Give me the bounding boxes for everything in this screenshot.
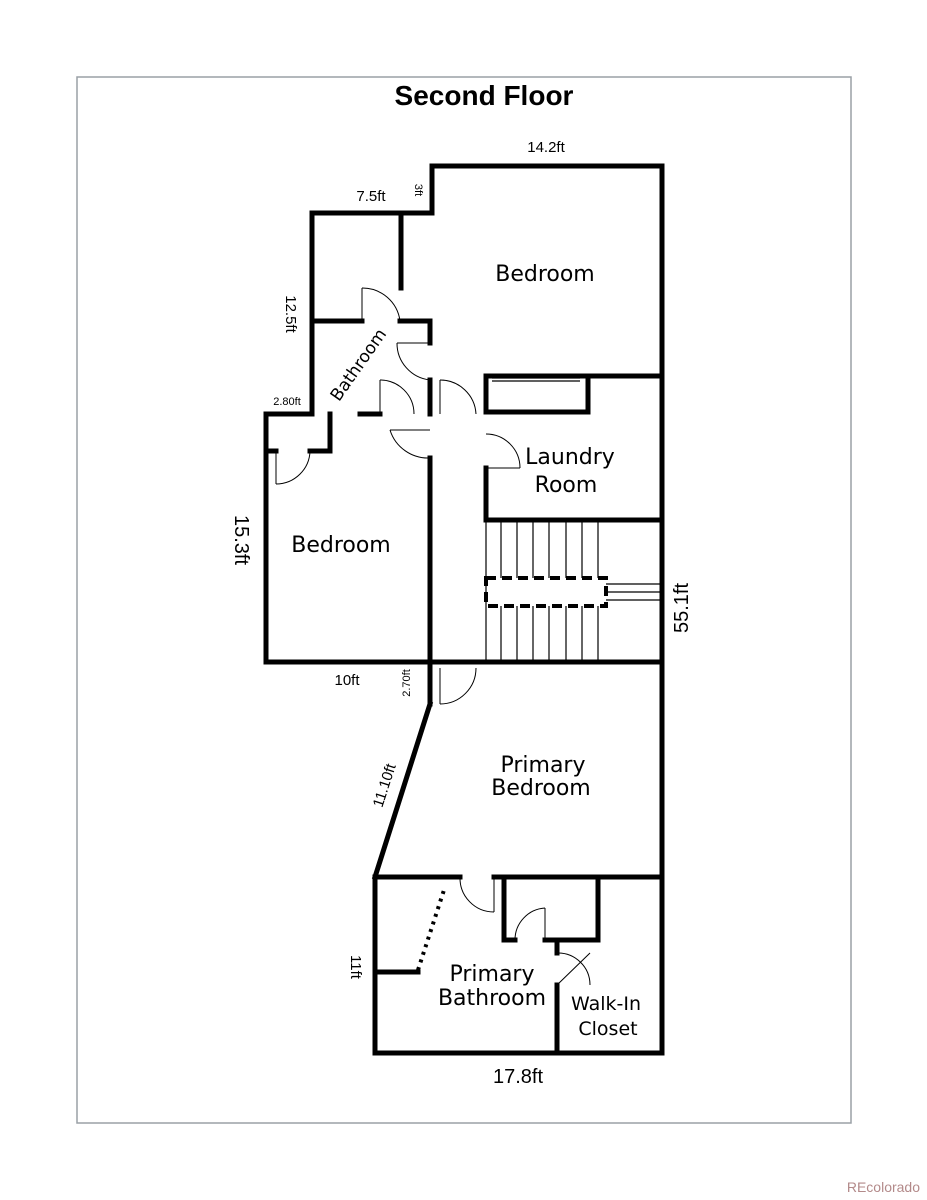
doors — [275, 287, 591, 986]
dim-top-width: 14.2ft — [527, 139, 565, 156]
watermark: REcolorado — [847, 1179, 920, 1195]
dim-diagonal: 11.10ft — [370, 761, 400, 810]
primary-bathroom-label-line1: Primary — [449, 962, 534, 987]
laundry-label-line1: Laundry — [525, 445, 615, 470]
walls — [263, 163, 665, 1056]
dim-primary-bath-height: 11ft — [347, 955, 364, 980]
bathroom-label: Bathroom — [327, 325, 391, 405]
dim-total-height: 55.1ft — [671, 583, 693, 633]
dim-bath-height: 12.5ft — [282, 295, 299, 333]
dim-hall-width: 2.70ft — [401, 669, 413, 697]
staircase — [484, 522, 660, 660]
laundry-label-line2: Room — [535, 473, 598, 498]
dim-bottom-width: 17.8ft — [493, 1066, 543, 1088]
dim-step: 3ft — [412, 184, 424, 196]
dim-bath-width: 7.5ft — [356, 188, 386, 205]
dim-bedroom-width: 10ft — [334, 672, 360, 689]
floor-title: Second Floor — [395, 80, 574, 111]
walkin-closet-label-line1: Walk-In — [571, 993, 641, 1015]
shower-screen — [416, 889, 446, 971]
dim-left-offset: 2.80ft — [273, 396, 301, 408]
bedroom-left-label: Bedroom — [291, 533, 391, 558]
primary-bathroom-label-line2: Bathroom — [438, 986, 546, 1011]
walkin-closet-label-line2: Closet — [578, 1018, 637, 1040]
primary-bedroom-label-line1: Primary — [500, 753, 585, 778]
primary-bedroom-label-line2: Bedroom — [491, 776, 591, 801]
dim-bedroom-height: 15.3ft — [230, 515, 252, 565]
bedroom-top-label: Bedroom — [495, 262, 595, 287]
plan-frame — [76, 76, 852, 1124]
